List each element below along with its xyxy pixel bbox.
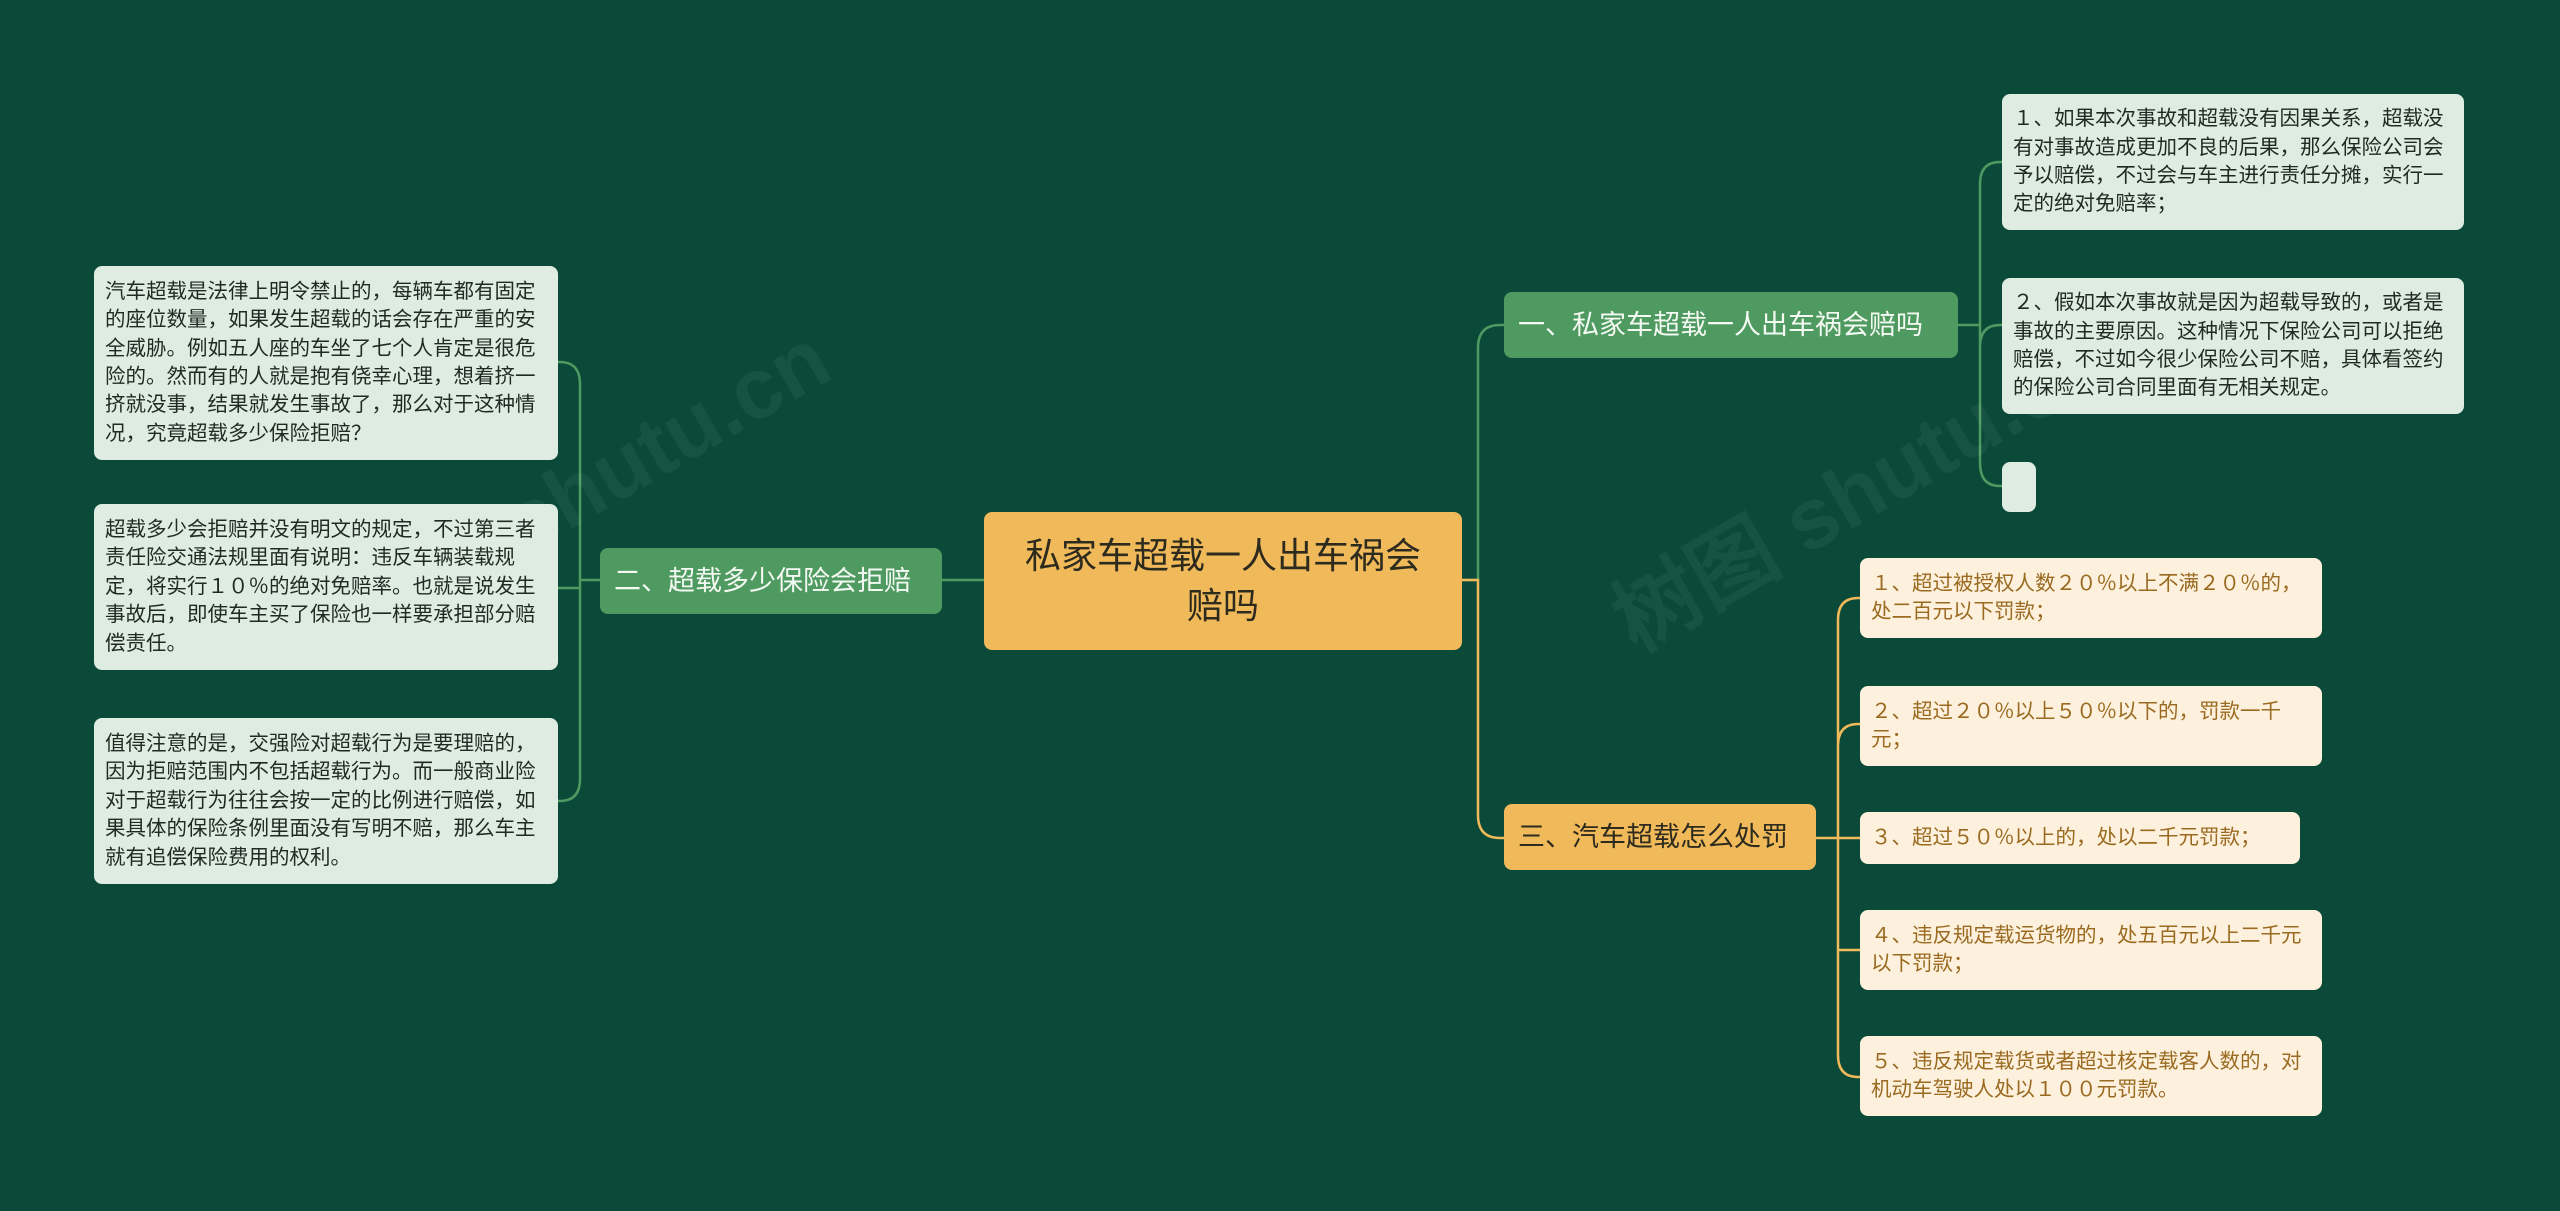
root-topic-label: 私家车超载一人出车祸会赔吗 <box>1024 535 1421 626</box>
connector-branch-one-leaves <box>1958 160 2002 488</box>
branch-three-item-4-text: ４、违反规定载运货物的，处五百元以上二千元以下罚款； <box>1871 923 2302 975</box>
branch-two-item-2-text: 超载多少会拒赔并没有明文的规定，不过第三者责任险交通法规里面有说明：违反车辆装载… <box>105 517 536 655</box>
connector-branch-two-leaves <box>558 360 600 803</box>
branch-three-item-5-text: ５、违反规定载货或者超过核定载客人数的，对机动车驾驶人处以１００元罚款。 <box>1871 1049 2302 1101</box>
branch-three-item-2[interactable]: ２、超过２０％以上５０％以下的，罚款一千元； <box>1860 686 2322 766</box>
branch-two-item-3-text: 值得注意的是，交强险对超载行为是要理赔的，因为拒赔范围内不包括超载行为。而一般商… <box>105 731 536 869</box>
connector-root-branch-three <box>1462 578 1504 840</box>
branch-one-item-2-text: ２、假如本次事故就是因为超载导致的，或者是事故的主要原因。这种情况下保险公司可以… <box>2013 291 2444 400</box>
branch-three-item-2-text: ２、超过２０％以上５０％以下的，罚款一千元； <box>1871 699 2281 751</box>
branch-one-label: 一、私家车超载一人出车祸会赔吗 <box>1518 310 1923 340</box>
branch-two[interactable]: 二、超载多少保险会拒赔 <box>600 548 942 614</box>
branch-three-item-5[interactable]: ５、违反规定载货或者超过核定载客人数的，对机动车驾驶人处以１００元罚款。 <box>1860 1036 2322 1116</box>
branch-one[interactable]: 一、私家车超载一人出车祸会赔吗 <box>1504 292 1958 358</box>
branch-two-item-1[interactable]: 汽车超载是法律上明令禁止的，每辆车都有固定的座位数量，如果发生超载的话会存在严重… <box>94 266 558 460</box>
connector-root-branch-one <box>1462 323 1504 582</box>
branch-three-label: 三、汽车超载怎么处罚 <box>1518 822 1788 852</box>
root-topic[interactable]: 私家车超载一人出车祸会赔吗 <box>984 512 1462 650</box>
branch-three-item-1-text: １、超过被授权人数２０％以上不满２０％的，处二百元以下罚款； <box>1871 571 2302 623</box>
branch-two-item-3[interactable]: 值得注意的是，交强险对超载行为是要理赔的，因为拒赔范围内不包括超载行为。而一般商… <box>94 718 558 884</box>
branch-two-label: 二、超载多少保险会拒赔 <box>614 566 911 596</box>
branch-two-item-1-text: 汽车超载是法律上明令禁止的，每辆车都有固定的座位数量，如果发生超载的话会存在严重… <box>105 279 536 445</box>
branch-three[interactable]: 三、汽车超载怎么处罚 <box>1504 804 1816 870</box>
branch-three-item-3[interactable]: ３、超过５０％以上的，处以二千元罚款； <box>1860 812 2300 864</box>
branch-one-item-1-text: １、如果本次事故和超载没有因果关系，超载没有对事故造成更加不良的后果，那么保险公… <box>2013 107 2444 216</box>
branch-one-item-2[interactable]: ２、假如本次事故就是因为超载导致的，或者是事故的主要原因。这种情况下保险公司可以… <box>2002 278 2464 414</box>
branch-three-item-1[interactable]: １、超过被授权人数２０％以上不满２０％的，处二百元以下罚款； <box>1860 558 2322 638</box>
branch-three-item-4[interactable]: ４、违反规定载运货物的，处五百元以上二千元以下罚款； <box>1860 910 2322 990</box>
connector-branch-three-leaves <box>1816 596 1860 1079</box>
branch-one-item-1[interactable]: １、如果本次事故和超载没有因果关系，超载没有对事故造成更加不良的后果，那么保险公… <box>2002 94 2464 230</box>
branch-two-item-2[interactable]: 超载多少会拒赔并没有明文的规定，不过第三者责任险交通法规里面有说明：违反车辆装载… <box>94 504 558 670</box>
branch-three-item-3-text: ３、超过５０％以上的，处以二千元罚款； <box>1871 825 2261 849</box>
branch-one-item-3-empty[interactable] <box>2002 462 2036 512</box>
